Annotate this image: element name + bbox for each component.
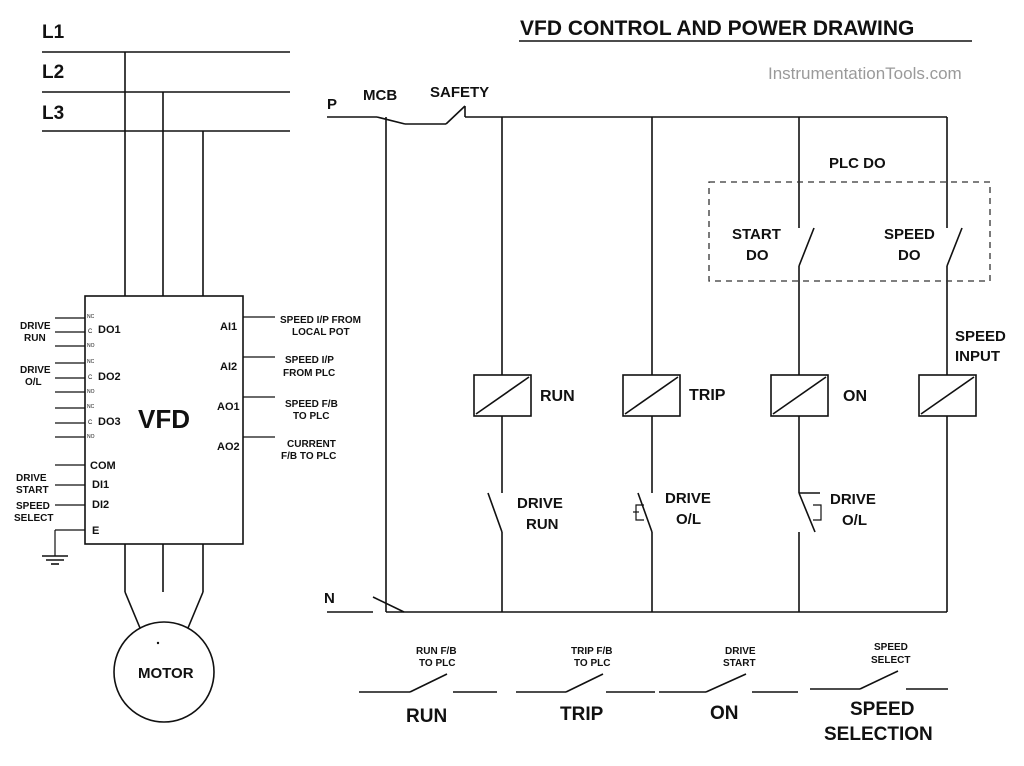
- vfd-right-terminals: AI1 AI2 AO1 AO2 SPEED I/P FROM LOCAL POT…: [217, 315, 361, 462]
- label-mcb: MCB: [363, 87, 397, 104]
- term-do1: DO1: [98, 324, 121, 336]
- plc-output-contacts: RUN F/B TO PLC RUN TRIP F/B TO PLC TRIP …: [359, 642, 948, 745]
- term-ao1: AO1: [217, 401, 240, 413]
- label-start-do-2: DO: [746, 247, 769, 264]
- out-trip-small-2: TO PLC: [574, 658, 610, 669]
- lbl-ao1-2: TO PLC: [293, 411, 329, 422]
- lbl-contact-ol-2a: DRIVE: [830, 491, 876, 508]
- lbl-speed-select-1: SPEED: [16, 501, 50, 512]
- out-trip-small-1: TRIP F/B: [571, 646, 612, 657]
- lbl-drive-run-1: DRIVE: [20, 321, 51, 332]
- term-di1: DI1: [92, 479, 109, 491]
- contact-drive-run: [487, 492, 503, 533]
- label-l1: L1: [42, 22, 65, 43]
- lbl-drive-ol-1: DRIVE: [20, 365, 51, 376]
- out-speed-big-1: SPEED: [850, 699, 914, 720]
- label-l2: L2: [42, 62, 64, 83]
- lbl-ai1-2: LOCAL POT: [292, 327, 350, 338]
- coil-run: [473, 374, 532, 417]
- label-l3: L3: [42, 103, 64, 124]
- term-ao2: AO2: [217, 441, 240, 453]
- lbl-ai2-2: FROM PLC: [283, 368, 335, 379]
- vfd-left-terminals: DO1 DO2 DO3 COM DI1 DI2 E NC C NO NC C N…: [14, 314, 121, 565]
- mcb-n-switch: [372, 596, 405, 613]
- watermark: InstrumentationTools.com: [768, 64, 962, 83]
- speed-do-contact: [946, 227, 963, 267]
- lbl-speed-select-2: SELECT: [14, 513, 53, 524]
- out-on-small-1: DRIVE: [725, 646, 756, 657]
- do2-nc: NC: [87, 359, 95, 365]
- start-do-contact: [798, 227, 815, 267]
- term-ai1: AI1: [220, 321, 237, 333]
- coil-label-run: RUN: [540, 388, 575, 405]
- label-safety: SAFETY: [430, 84, 489, 101]
- do2-c: C: [88, 375, 93, 381]
- do1-no: NO: [87, 343, 95, 349]
- out-run-small-2: TO PLC: [419, 658, 455, 669]
- lbl-ao2-1: CURRENT: [287, 439, 336, 450]
- lbl-ai1-1: SPEED I/P FROM: [280, 315, 361, 326]
- do1-c: C: [88, 329, 93, 335]
- coil-label-trip: TRIP: [689, 387, 726, 404]
- mcb-switch: [376, 116, 406, 125]
- lbl-ai2-1: SPEED I/P: [285, 355, 334, 366]
- lbl-contact-drive-run-1: DRIVE: [517, 495, 563, 512]
- lbl-drive-ol-2: O/L: [25, 377, 42, 388]
- do2-no: NO: [87, 389, 95, 395]
- safety-switch: [445, 105, 466, 125]
- label-speed-do-1: SPEED: [884, 226, 935, 243]
- motor-connection: MOTOR: [113, 544, 215, 723]
- out-speed-small-2: SELECT: [871, 655, 910, 666]
- label-p: P: [327, 96, 337, 113]
- control-circuit: P MCB SAFETY N PLC DO START D: [324, 84, 1006, 613]
- term-do3: DO3: [98, 416, 121, 428]
- label-speed-input-1: SPEED: [955, 328, 1006, 345]
- do3-no: NO: [87, 434, 95, 440]
- lbl-ao2-2: F/B TO PLC: [281, 451, 336, 462]
- out-on-big: ON: [710, 703, 739, 724]
- motor-circle: [113, 621, 215, 723]
- do3-nc: NC: [87, 404, 95, 410]
- contact-drive-ol-1: [633, 492, 653, 533]
- coil-speed-input: [918, 374, 977, 417]
- label-speed-do-2: DO: [898, 247, 921, 264]
- label-speed-input-2: INPUT: [955, 348, 1000, 365]
- do3-c: C: [88, 420, 93, 426]
- vfd-box: [84, 295, 244, 545]
- label-n: N: [324, 590, 335, 607]
- motor-label: MOTOR: [138, 665, 194, 682]
- vfd-label: VFD: [138, 404, 190, 434]
- label-start-do-1: START: [732, 226, 781, 243]
- out-run-big: RUN: [406, 706, 447, 727]
- lbl-contact-drive-run-2: RUN: [526, 516, 559, 533]
- coil-label-on: ON: [843, 388, 867, 405]
- lbl-drive-start-2: START: [16, 485, 49, 496]
- out-trip-big: TRIP: [560, 704, 604, 725]
- coil-on: [770, 374, 829, 417]
- power-supply-lines: L1 L2 L3: [42, 22, 290, 296]
- out-on-small-2: START: [723, 658, 756, 669]
- term-e: E: [92, 525, 99, 537]
- lbl-contact-ol-1a: DRIVE: [665, 490, 711, 507]
- lbl-contact-ol-1b: O/L: [676, 511, 701, 528]
- term-di2: DI2: [92, 499, 109, 511]
- coil-trip: [622, 374, 681, 417]
- label-plc-do: PLC DO: [829, 155, 886, 172]
- out-speed-big-2: SELECTION: [824, 724, 933, 745]
- do1-nc: NC: [87, 314, 95, 320]
- term-com: COM: [90, 460, 116, 472]
- lbl-contact-ol-2b: O/L: [842, 512, 867, 529]
- out-run-small-1: RUN F/B: [416, 646, 457, 657]
- plc-do-box: [708, 181, 991, 282]
- term-ai2: AI2: [220, 361, 237, 373]
- diagram-title: VFD CONTROL AND POWER DRAWING: [520, 17, 914, 40]
- out-speed-small-1: SPEED: [874, 642, 908, 653]
- lbl-drive-run-2: RUN: [24, 333, 46, 344]
- lbl-ao1-1: SPEED F/B: [285, 399, 338, 410]
- contact-drive-ol-2: [798, 492, 822, 533]
- term-do2: DO2: [98, 371, 121, 383]
- lbl-drive-start-1: DRIVE: [16, 473, 47, 484]
